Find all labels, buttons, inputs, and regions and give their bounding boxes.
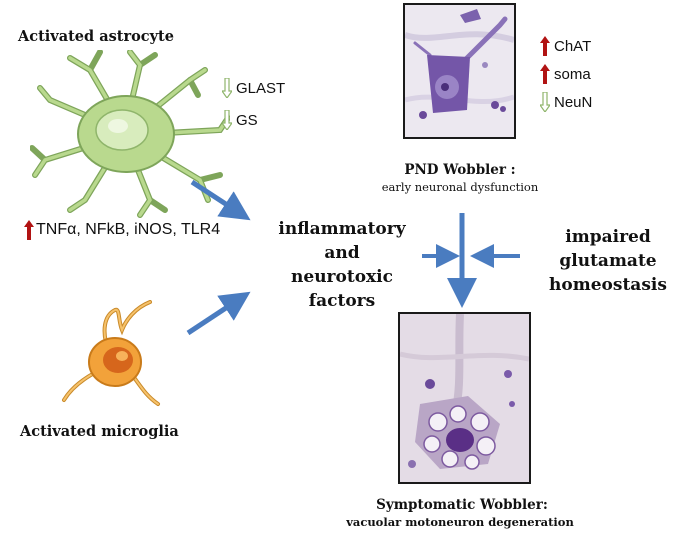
- marker-glast: GLAST: [222, 78, 285, 98]
- symptomatic-histology-image: [398, 312, 531, 484]
- impaired-glutamate-label: impaired glutamate homeostasis: [549, 227, 667, 295]
- up-arrow-icon: [540, 64, 550, 84]
- marker-chat: ChAT: [540, 36, 591, 56]
- symptomatic-title: Symptomatic Wobbler:: [376, 497, 548, 513]
- microglia-to-center-arrow: [186, 291, 251, 336]
- astrocyte-to-center-arrow: [190, 179, 251, 221]
- marker-label: GLAST: [236, 79, 286, 97]
- marker-label: NeuN: [554, 93, 593, 111]
- down-arrow-icon: [222, 78, 232, 98]
- astrocyte-illustration: [30, 50, 230, 218]
- up-arrow-icon: [24, 220, 34, 240]
- marker-label: ChAT: [554, 37, 592, 55]
- microglia-illustration: [62, 300, 160, 406]
- marker-label: GS: [236, 111, 258, 129]
- marker-inflammatory: TNFα, NFkB, iNOS, TLR4: [24, 220, 220, 240]
- pnd-title: PND Wobbler :: [404, 162, 516, 178]
- inflammatory-factors-label: inflammatory and neurotoxic factors: [278, 219, 406, 311]
- pnd-subtitle: early neuronal dysfunction: [381, 180, 539, 194]
- symptomatic-subtitle: vacuolar motoneuron degeneration: [346, 515, 574, 529]
- marker-label: soma: [554, 65, 591, 83]
- pnd-histology-image: [403, 3, 516, 139]
- down-arrow-icon: [222, 110, 232, 130]
- up-arrow-icon: [540, 36, 550, 56]
- marker-neun: NeuN: [540, 92, 592, 112]
- astrocyte-title: Activated astrocyte: [18, 28, 174, 45]
- microglia-title: Activated microglia: [20, 423, 179, 440]
- marker-gs: GS: [222, 110, 258, 130]
- down-arrow-icon: [540, 92, 550, 112]
- marker-soma: soma: [540, 64, 591, 84]
- marker-label: TNFα, NFkB, iNOS, TLR4: [36, 221, 221, 238]
